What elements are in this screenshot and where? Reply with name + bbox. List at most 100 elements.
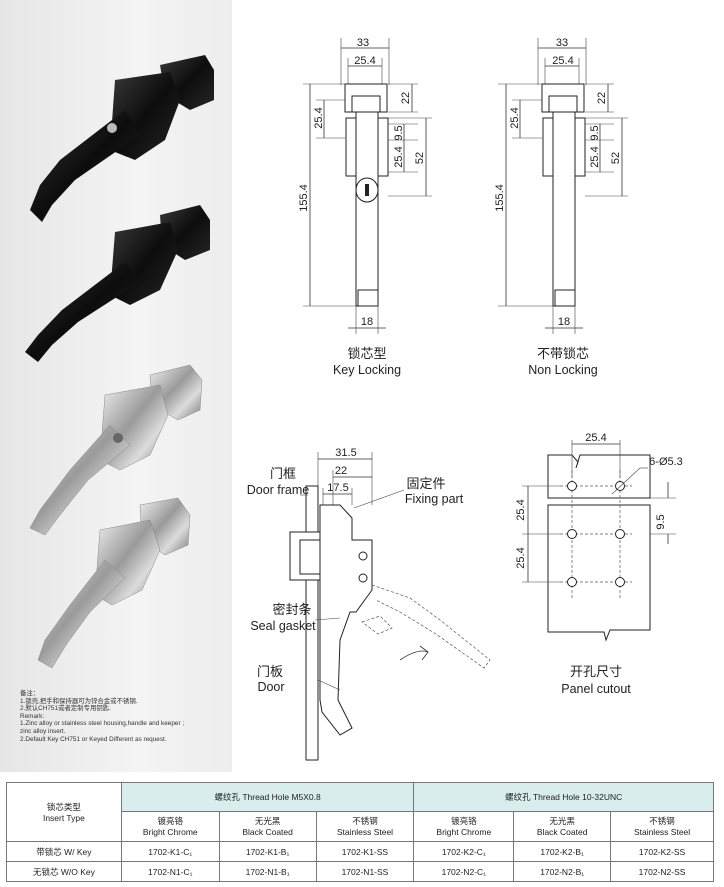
part-number: 1702-N2-C₁ <box>413 861 515 882</box>
seal-gasket-cn: 密封条 <box>272 602 311 617</box>
kl-dim-254-left: 25.4 <box>313 107 325 128</box>
insert-type-header: 锁芯类型 Insert Type <box>6 782 122 842</box>
door-frame-en: Door frame <box>247 483 310 497</box>
nl-dim-52: 52 <box>610 152 622 164</box>
kl-label-en: Key Locking <box>333 363 401 377</box>
finish-cn: 不锈钢 <box>352 815 378 826</box>
product-photo-panel: 备注： 1.锁壳,把手和保持器可为锌合金或不锈钢. 2.默认CH751或者定制专… <box>0 0 232 772</box>
nl-dim-18: 18 <box>558 316 570 328</box>
kl-dim-22: 22 <box>400 92 412 104</box>
row-label: 无锁芯 W/O Key <box>6 861 122 882</box>
nl-dim-254-left: 25.4 <box>509 107 521 128</box>
part-number: 1702-K2-SS <box>610 841 714 862</box>
sv-dim-22: 22 <box>335 465 347 477</box>
chrome-latch-key-photo <box>29 364 203 536</box>
notes-en-1a: 1.Zinc alloy or stainless steel housing,… <box>20 720 185 728</box>
kl-dim-254-right: 25.4 <box>393 146 405 167</box>
kl-dim-52: 52 <box>414 152 426 164</box>
black-latch-photo <box>25 205 210 362</box>
pc-dim-95: 9.5 <box>655 514 667 529</box>
part-number: 1702-K1-SS <box>315 841 415 862</box>
kl-dim-1554: 155.4 <box>298 184 310 212</box>
part-number: 1702-N1-C₁ <box>120 861 220 882</box>
nl-label-en: Non Locking <box>528 363 598 377</box>
part-number: 1702-N1-B₁ <box>218 861 317 882</box>
door-en: Door <box>257 680 284 694</box>
pc-dim-254-left-1: 25.4 <box>515 499 527 520</box>
insert-type-cn: 锁芯类型 <box>46 802 81 812</box>
sv-dim-315: 31.5 <box>335 447 356 459</box>
thread-m5-header: 螺纹孔 Thread Hole M5X0.8 <box>120 782 415 812</box>
notes-en-1b: zinc alloy insert. <box>20 727 66 735</box>
nl-dim-33: 33 <box>556 37 568 49</box>
nl-dim-22: 22 <box>596 92 608 104</box>
part-number: 1702-K1-C₁ <box>120 841 220 862</box>
finish-cn: 无光黑 <box>254 815 281 826</box>
finish-cn: 镀亮铬 <box>157 815 183 826</box>
table-row: 带锁芯 W/ Key 1702-K1-C₁ 1702-K1-B₁ 1702-K1… <box>6 841 714 862</box>
kl-dim-18: 18 <box>361 316 373 328</box>
finish-en: Stainless Steel <box>633 826 691 837</box>
black-latch-key-photo <box>30 55 214 222</box>
nl-label-cn: 不带锁芯 <box>537 346 589 361</box>
thread-10-32-header: 螺纹孔 Thread Hole 10-32UNC <box>413 782 714 812</box>
pc-dim-254-top: 25.4 <box>585 432 606 444</box>
nl-dim-254-top: 25.4 <box>552 55 573 67</box>
door-cn: 门板 <box>257 664 283 679</box>
finish-en: Black Coated <box>242 826 293 837</box>
nl-dim-254-right: 25.4 <box>589 146 601 167</box>
row-label: 带锁芯 W/ Key <box>6 841 122 862</box>
key-locking-drawing: 33 25.4 25.4 155.4 22 <box>298 37 432 377</box>
panel-cutout-cn: 开孔尺寸 <box>570 664 622 679</box>
pc-holes: 6-Ø5.3 <box>649 456 683 468</box>
chrome-latch-photo <box>37 497 191 669</box>
panel-cutout-en: Panel cutout <box>561 682 631 696</box>
finish-en: Stainless Steel <box>336 826 394 837</box>
part-number: 1702-K2-C₁ <box>413 841 515 862</box>
part-number: 1702-N2-B₁ <box>513 861 612 882</box>
finish-cn: 无光黑 <box>549 815 575 826</box>
sv-dim-175: 17.5 <box>327 482 348 494</box>
kl-dim-33: 33 <box>357 37 369 49</box>
nl-dim-1554: 155.4 <box>494 184 506 212</box>
fixing-part-en: Fixing part <box>405 492 464 506</box>
notes-en-2: 2.Default Key CH751 or Keyed Different a… <box>20 735 167 743</box>
pc-dim-254-left-2: 25.4 <box>515 547 527 568</box>
finish-en: Black Coated <box>536 826 588 837</box>
notes-cn-2: 2.默认CH751或者定制专用钥匙. <box>20 705 111 713</box>
table-row: 无锁芯 W/O Key 1702-N1-C₁ 1702-N1-B₁ 1702-N… <box>6 861 714 882</box>
finish-cn: 镀亮铬 <box>451 815 477 826</box>
notes-cn-1: 1.锁壳,把手和保持器可为锌合金或不锈钢. <box>20 697 138 705</box>
part-number: 1702-K2-B₁ <box>513 841 612 862</box>
technical-drawings: 33 25.4 25.4 155.4 22 <box>247 37 683 761</box>
finish-cn: 不锈钢 <box>649 815 675 826</box>
spec-table: 锁芯类型 Insert Type 螺纹孔 Thread Hole M5X0.8 … <box>6 782 714 882</box>
part-number: 1702-K1-B₁ <box>218 841 317 862</box>
notes-title: 备注： <box>20 690 40 697</box>
drawing-panel: 33 25.4 25.4 155.4 22 <box>232 0 724 772</box>
nl-dim-95: 9.5 <box>589 125 601 140</box>
product-photos <box>25 55 214 669</box>
finish-en: Bright Chrome <box>436 826 492 837</box>
insert-type-en: Insert Type <box>42 813 85 823</box>
panel-cutout-drawing: 25.4 6-Ø5.3 9.5 25.4 25.4 开孔尺寸 Panel cut… <box>515 432 683 696</box>
side-view-drawing: 31.5 22 17.5 门框 Door f <box>247 447 491 761</box>
kl-dim-95: 9.5 <box>393 125 405 140</box>
finish-en: Bright Chrome <box>142 826 198 837</box>
door-frame-cn: 门框 <box>270 466 296 481</box>
notes: 备注： 1.锁壳,把手和保持器可为锌合金或不锈钢. 2.默认CH751或者定制专… <box>20 690 225 743</box>
non-locking-drawing: 33 25.4 25.4 155.4 22 9.5 25.4 <box>494 37 628 377</box>
part-number: 1702-N1-SS <box>315 861 415 882</box>
notes-remark: Remark: <box>20 712 45 720</box>
seal-gasket-en: Seal gasket <box>250 619 316 633</box>
kl-dim-254-top: 25.4 <box>354 55 375 67</box>
fixing-part-cn: 固定件 <box>406 476 445 491</box>
part-number: 1702-N2-SS <box>610 861 714 882</box>
kl-label-cn: 锁芯型 <box>347 346 386 361</box>
